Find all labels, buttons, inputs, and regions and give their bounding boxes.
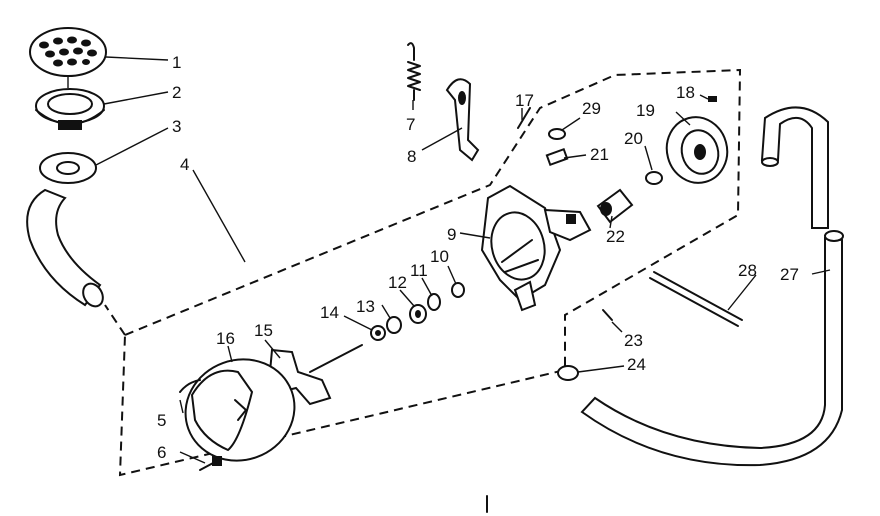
label-13: 13: [356, 297, 375, 316]
label-29: 29: [582, 99, 601, 118]
label-4: 4: [180, 155, 189, 174]
part-washer: [39, 152, 97, 184]
label-14: 14: [320, 303, 339, 322]
part-key-21: [545, 147, 569, 167]
part-pin-23: [602, 309, 613, 321]
part-sleeve: [596, 188, 634, 224]
label-21: 21: [590, 145, 609, 164]
part-clip-20: [645, 171, 663, 185]
part-strainer: [29, 27, 107, 88]
part-rod: [649, 271, 743, 327]
label-20: 20: [624, 129, 643, 148]
label-18: 18: [676, 83, 695, 102]
part-pulley: [665, 116, 729, 184]
part-ring-29: [548, 128, 566, 140]
label-16: 16: [216, 329, 235, 348]
label-5: 5: [157, 411, 166, 430]
label-6: 6: [157, 443, 166, 462]
label-10: 10: [430, 247, 449, 266]
part-screw-18: [708, 96, 717, 102]
label-24: 24: [627, 355, 646, 374]
part-hose-27: [580, 106, 844, 467]
label-15: 15: [254, 321, 273, 340]
leader-lines: [95, 56, 831, 464]
label-27: 27: [780, 265, 799, 284]
part-spring: [407, 42, 421, 101]
label-3: 3: [172, 117, 181, 136]
label-23: 23: [624, 331, 643, 350]
label-28: 28: [738, 261, 757, 280]
part-nut-24: [557, 365, 579, 381]
label-22: 22: [606, 227, 625, 246]
label-8: 8: [407, 147, 416, 166]
label-1: 1: [172, 53, 181, 72]
hose-dashed-link: [104, 304, 126, 336]
label-9: 9: [447, 225, 456, 244]
label-19: 19: [636, 101, 655, 120]
label-2: 2: [172, 83, 181, 102]
label-12: 12: [388, 273, 407, 292]
part-seals: [370, 282, 465, 341]
part-lever: [445, 78, 480, 162]
assembly-outline: [118, 68, 742, 477]
label-11: 11: [410, 261, 428, 280]
part-screw-6: [199, 456, 222, 471]
part-drain-cap: [35, 88, 105, 130]
part-number-labels: 1 2 3 4 5 6 7 8 9 10 11 12 13 14 15 16 1…: [157, 53, 799, 462]
label-7: 7: [406, 115, 415, 134]
part-pump-cover: [179, 358, 296, 462]
label-17: 17: [515, 91, 534, 110]
part-pump-housing: [480, 184, 592, 312]
part-pin-17: [517, 107, 531, 129]
